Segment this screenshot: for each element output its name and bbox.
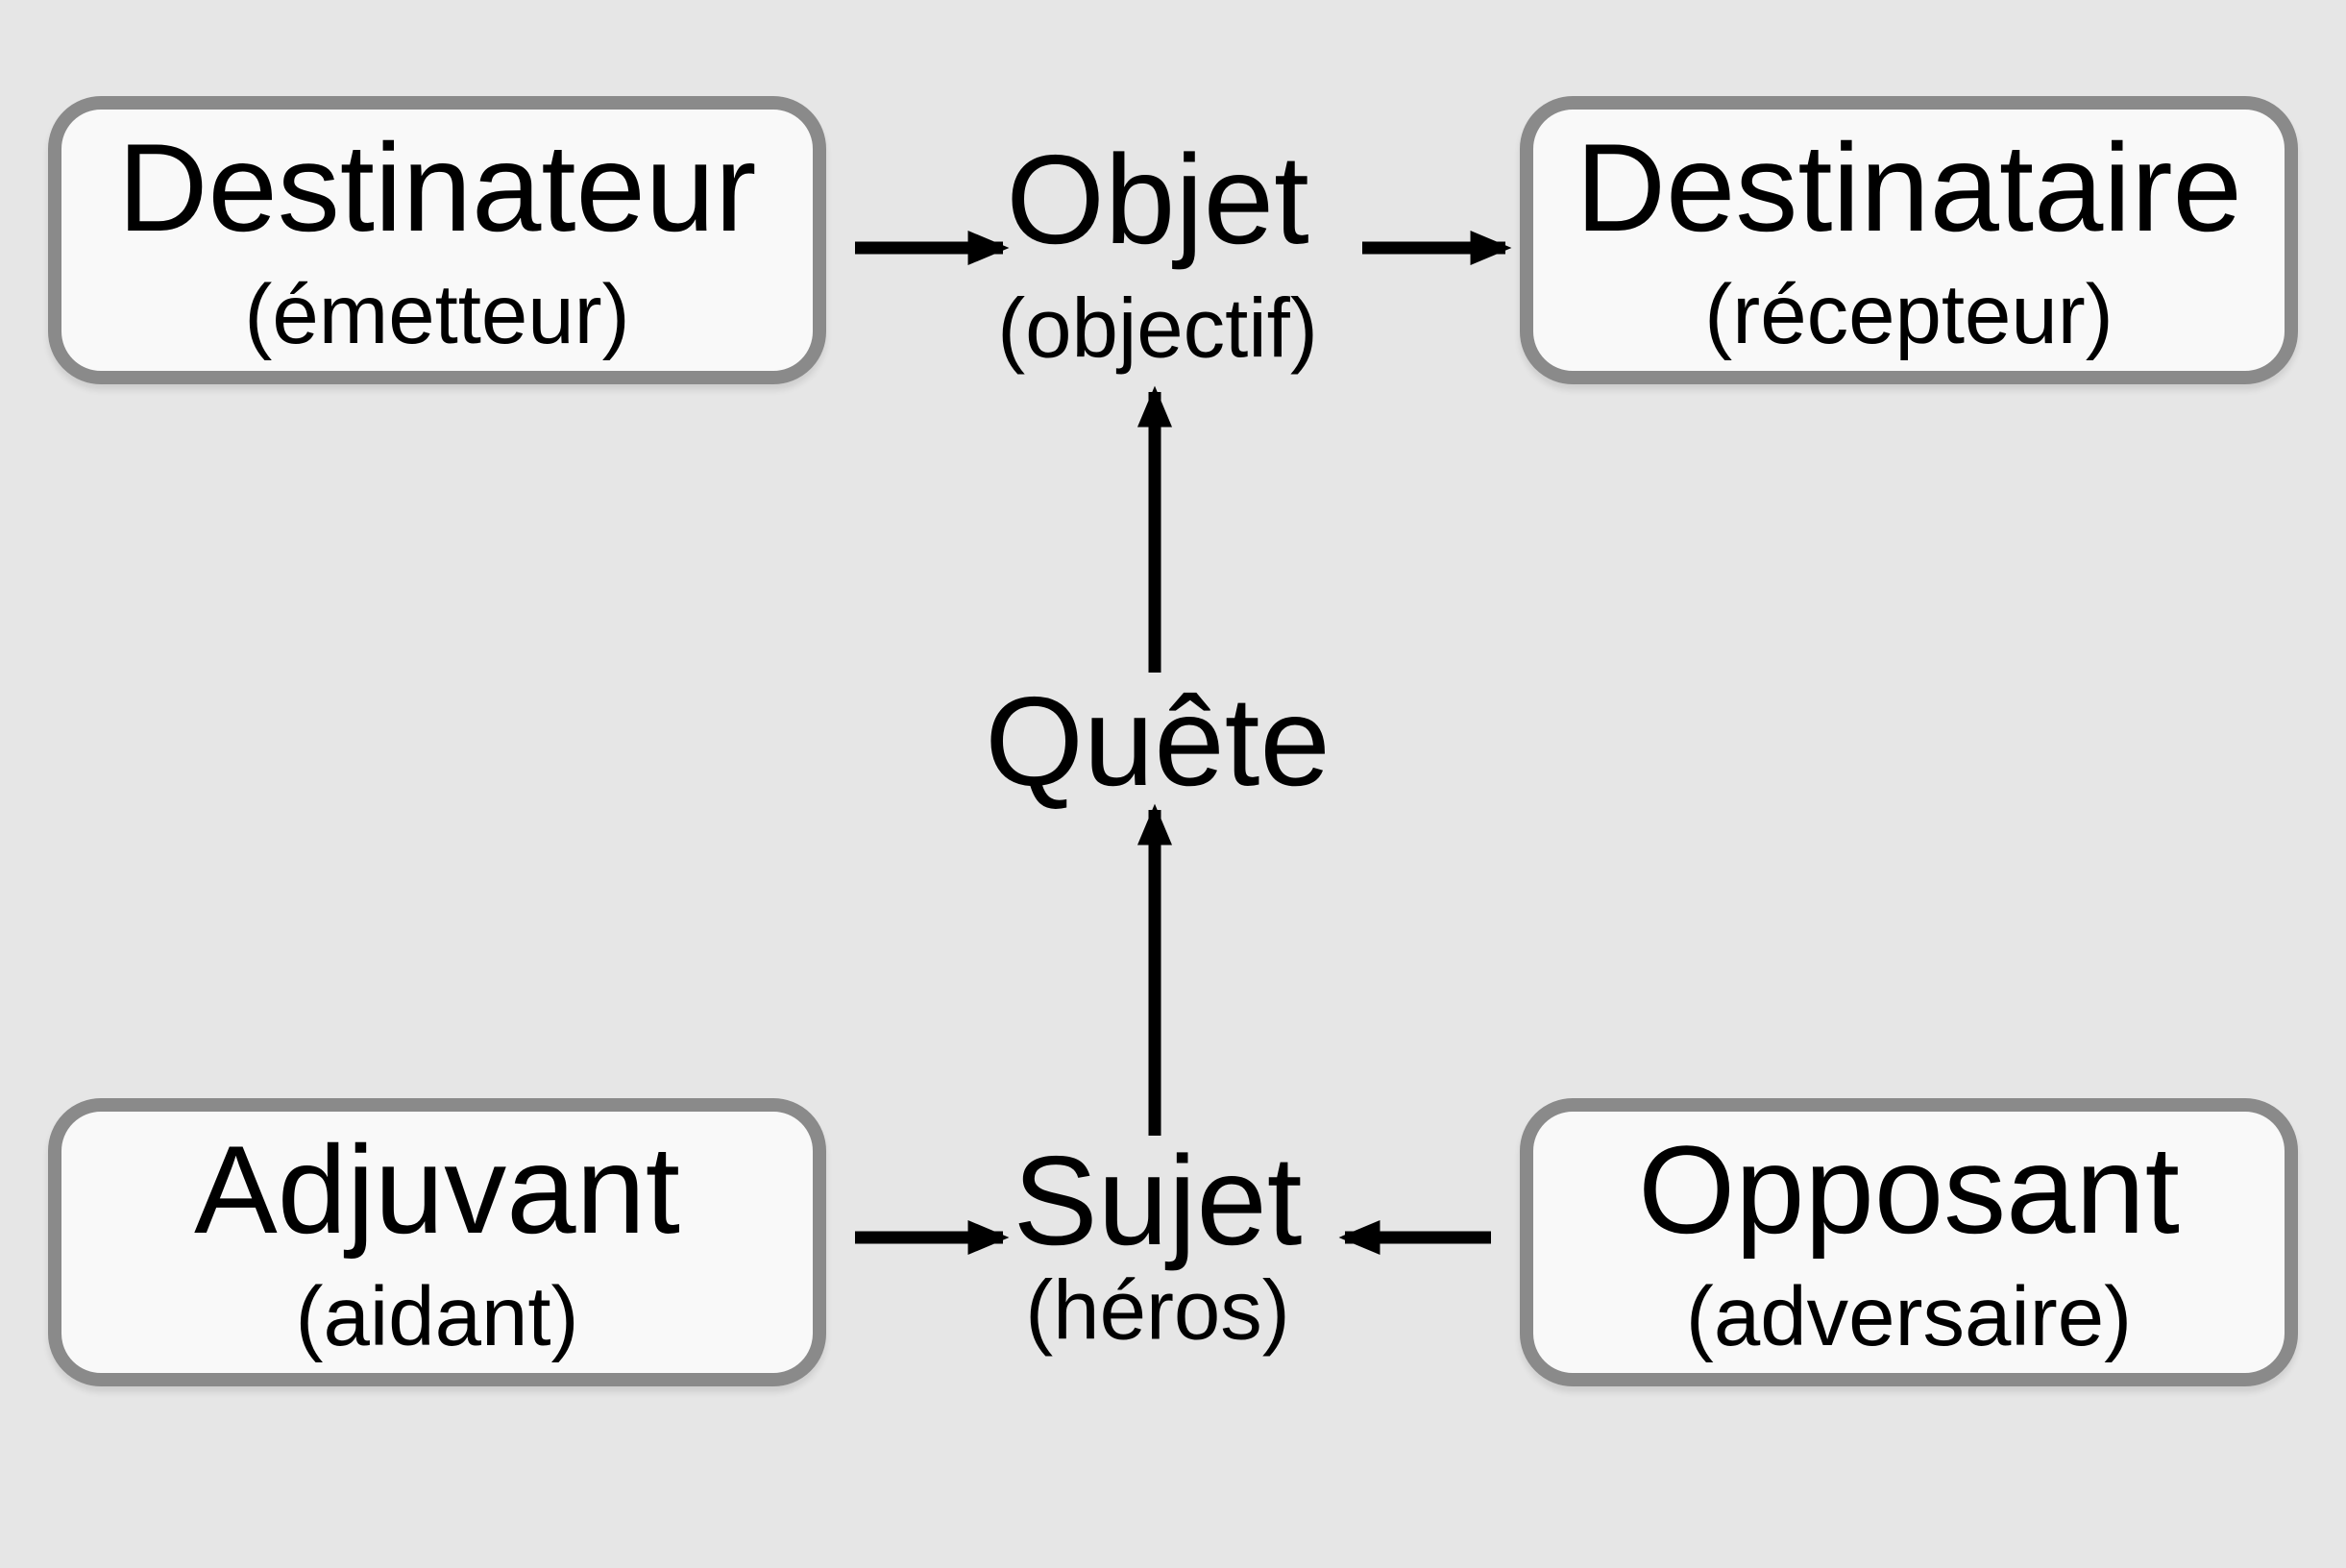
node-label-objet: Objet [1006, 129, 1309, 270]
node-label-sujet: Sujet [1013, 1130, 1303, 1271]
node-box-destinataire: Destinataire (récepteur) [1520, 96, 2298, 384]
node-box-opposant: Opposant (adversaire) [1520, 1098, 2298, 1386]
node-sublabel-destinateur: (émetteur) [244, 267, 630, 361]
node-sublabel-destinataire: (récepteur) [1704, 267, 2114, 361]
node-sublabel-objet: (objectif) [997, 282, 1318, 376]
node-label-destinataire: Destinataire [1576, 116, 2242, 257]
node-label-quete: Quête [985, 671, 1331, 812]
node-box-destinateur: Destinateur (émetteur) [48, 96, 826, 384]
node-label-adjuvant: Adjuvant [194, 1118, 680, 1260]
node-sublabel-opposant: (adversaire) [1685, 1269, 2133, 1363]
node-sublabel-adjuvant: (aidant) [295, 1269, 579, 1363]
node-label-opposant: Opposant [1638, 1118, 2180, 1260]
node-sublabel-sujet: (héros) [1025, 1263, 1290, 1358]
node-label-destinateur: Destinateur [117, 116, 757, 257]
node-box-adjuvant: Adjuvant (aidant) [48, 1098, 826, 1386]
